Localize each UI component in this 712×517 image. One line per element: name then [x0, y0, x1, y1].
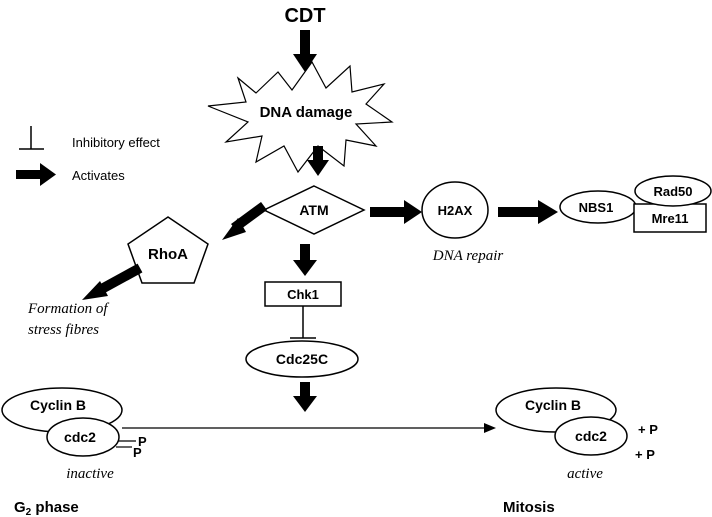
mre11-box [633, 203, 707, 233]
phospho-left-1: P [138, 434, 147, 449]
legend-inhibitory-label: Inhibitory effect [72, 135, 160, 150]
phospho-right-2: + P [635, 447, 655, 462]
mre11-label: Mre11 [652, 211, 689, 226]
cdc2-right-ellipse [554, 416, 628, 456]
dna-repair-label: DNA repair [432, 248, 504, 264]
atm-label: ATM [299, 202, 328, 218]
arrow-rhoa-to-stress-fibres [82, 263, 143, 300]
chk1-label: Chk1 [287, 287, 319, 302]
h2ax-label: H2AX [438, 203, 473, 218]
cdc2-left-ellipse [46, 417, 120, 457]
cdt-label: CDT [284, 5, 325, 27]
activates-symbol [16, 163, 56, 186]
g2-phase-label: G2 phase [14, 499, 79, 517]
stress-fibres-line1: Formation of [27, 301, 109, 317]
phospho-right-1: + P [638, 422, 658, 437]
mitosis-label: Mitosis [503, 499, 555, 516]
rhoa-label: RhoA [148, 246, 188, 263]
active-label: active [567, 466, 603, 482]
transition-arrow-g2-to-mitosis [122, 423, 496, 433]
arrow-h2ax-to-mrn [498, 200, 558, 224]
stress-fibres-line2: stress fibres [28, 322, 99, 338]
cdc2-right-label: cdc2 [575, 428, 607, 444]
arrow-atm-to-h2ax [370, 200, 422, 224]
dna-damage-starburst [207, 60, 394, 174]
rad50-label: Rad50 [653, 184, 692, 199]
cdc2-left-label: cdc2 [64, 429, 96, 445]
arrow-cdc25c-to-transition [293, 382, 317, 412]
h2ax-circle [421, 181, 489, 239]
dna-damage-label: DNA damage [260, 104, 353, 121]
cyclin-b-right-label: Cyclin B [525, 397, 581, 413]
inhibition-chk1-to-cdc25c [290, 306, 316, 339]
cdc25c-label: Cdc25C [276, 351, 328, 367]
legend: Inhibitory effect Activates [16, 126, 160, 186]
arrow-cdt-to-dna-damage [293, 30, 317, 72]
rhoa-pentagon [127, 216, 209, 284]
legend-activates-label: Activates [72, 168, 125, 183]
inhibitory-symbol [19, 126, 44, 150]
inactive-label: inactive [66, 466, 114, 482]
atm-diamond [262, 185, 366, 235]
rad50-ellipse [634, 175, 712, 207]
nbs1-label: NBS1 [579, 200, 614, 215]
arrow-atm-to-chk1 [293, 244, 317, 276]
cdc25c-ellipse [245, 340, 359, 378]
phospho-left-2: P [133, 445, 142, 460]
cyclin-b-left-label: Cyclin B [30, 397, 86, 413]
arrow-atm-to-rhoa [222, 201, 267, 240]
arrow-dna-damage-to-atm [307, 146, 329, 176]
